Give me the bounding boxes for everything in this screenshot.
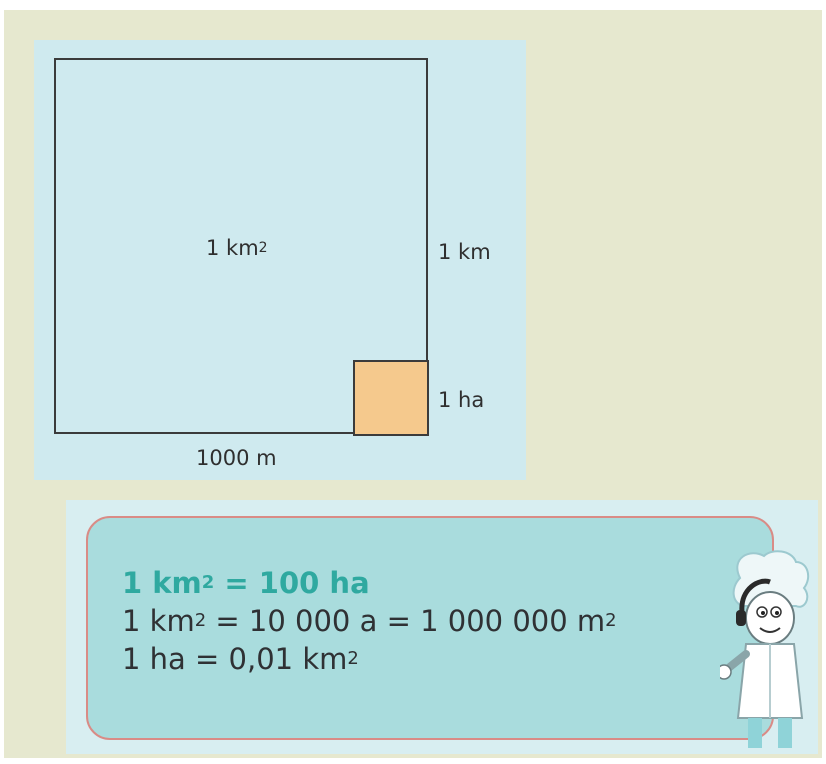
- conversion-note-box: 1 km2 = 100 ha 1 km2 = 10 000 a = 1 000 …: [86, 516, 774, 740]
- conversion-line-ha: 1 ha = 0,01 km2: [122, 642, 359, 676]
- square-kilometer: [54, 58, 428, 434]
- conversion-panel: 1 km2 = 100 ha 1 km2 = 10 000 a = 1 000 …: [66, 500, 818, 754]
- square-hectare: [353, 360, 429, 436]
- conversion-line-km2: 1 km2 = 10 000 a = 1 000 000 m2: [122, 604, 617, 638]
- area-diagram-panel: 1 km2 1 km 1 ha 1000 m: [34, 40, 526, 480]
- hectare-label: 1 ha: [438, 388, 485, 412]
- highlight-conversion: 1 km2 = 100 ha: [122, 566, 370, 600]
- square-area-label: 1 km2: [206, 236, 268, 260]
- scientist-mascot-icon: [720, 550, 810, 748]
- page-background: 1 km2 1 km 1 ha 1000 m 1 km2 = 100 ha 1 …: [4, 10, 822, 758]
- side-length-label: 1 km: [438, 240, 491, 264]
- base-length-label: 1000 m: [196, 446, 277, 470]
